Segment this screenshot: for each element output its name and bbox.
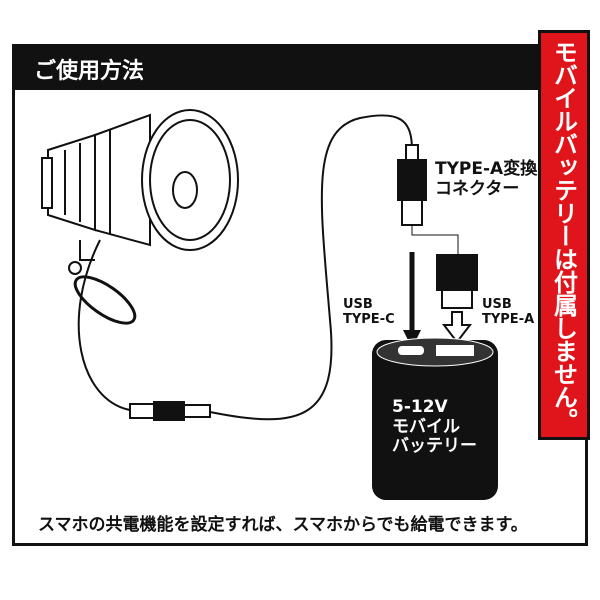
battery-label-line: バッテリー xyxy=(392,436,477,457)
battery-label-line: モバイル xyxy=(392,416,460,437)
usb-a-label-line: USB xyxy=(482,297,512,312)
usb-c-plug-icon xyxy=(397,144,427,226)
battery-label-line: 5-12V xyxy=(392,397,448,417)
arrow-down-a xyxy=(441,311,473,344)
usb-a-label-line: TYPE-A xyxy=(482,311,535,327)
header-bar: ご使用方法 xyxy=(12,44,588,90)
converter-label: TYPE-A変換 コネクター xyxy=(435,159,538,199)
usb-c-label-line: TYPE-C xyxy=(343,311,395,327)
not-included-banner: モバイルバッテリーは付属しません。 xyxy=(538,30,590,440)
footer-note: スマホの共電機能を設定すれば、スマホからでも給電できます。 xyxy=(38,515,528,535)
converter-label-line: TYPE-A変換 xyxy=(435,159,538,179)
usb-c-label: USB TYPE-C xyxy=(343,297,395,328)
converter-label-line: コネクター xyxy=(435,178,520,199)
battery-label: 5-12V モバイル バッテリー xyxy=(392,397,477,457)
mobile-battery-icon xyxy=(372,337,498,500)
usb-a-adapter-icon xyxy=(436,254,478,309)
megaphone-icon xyxy=(41,109,239,325)
cable xyxy=(77,114,413,421)
guide-line xyxy=(411,225,459,255)
usb-c-label-line: USB xyxy=(343,297,373,312)
usb-a-label: USB TYPE-A xyxy=(482,297,535,328)
page-title: ご使用方法 xyxy=(34,59,145,84)
